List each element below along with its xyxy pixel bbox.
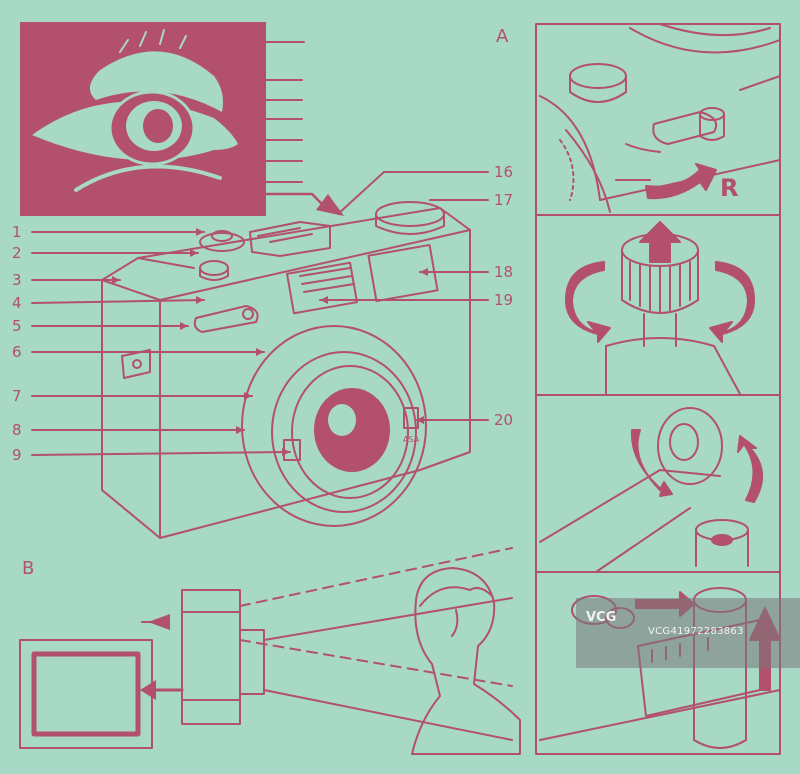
panel-pull-knob <box>565 221 755 395</box>
callout-leaders-right <box>319 171 489 421</box>
eye-inset <box>20 22 266 216</box>
panel-film-threading <box>539 407 763 573</box>
instruction-column-frame <box>535 23 781 755</box>
eye-pointer-arrow <box>264 192 328 210</box>
callout-19: 19 <box>494 291 513 309</box>
callout-arrowheads <box>112 228 428 456</box>
callout-1: 1 <box>12 223 22 241</box>
callout-9: 9 <box>12 446 22 464</box>
camera-lens <box>241 325 427 527</box>
asa-label: ASA <box>403 435 420 444</box>
watermark-code: VCG41972283863 <box>648 626 744 637</box>
callout-20: 20 <box>494 411 513 429</box>
callout-5: 5 <box>12 317 22 335</box>
panel-a-label: A <box>496 26 509 47</box>
eye-scale-ticks <box>265 41 305 183</box>
callout-leaders-left <box>31 231 291 456</box>
viewfinder-schematic <box>19 547 521 755</box>
callout-3: 3 <box>12 271 22 289</box>
callout-18: 18 <box>494 263 513 281</box>
rewind-r-label: R <box>720 174 738 202</box>
callout-17: 17 <box>494 191 513 209</box>
callout-4: 4 <box>12 294 22 312</box>
callout-8: 8 <box>12 421 22 439</box>
callout-2: 2 <box>12 244 22 262</box>
label-group: A B 1 2 3 4 5 6 7 8 9 16 17 18 19 20 ASA… <box>12 26 738 579</box>
panel-b-label: B <box>22 558 34 579</box>
callout-7: 7 <box>12 387 22 405</box>
watermark-logo: VCG <box>586 610 617 625</box>
panel-rewind <box>539 23 781 213</box>
callout-16: 16 <box>494 163 513 181</box>
callout-6: 6 <box>12 343 22 361</box>
watermark: VCG VCG41972283863 <box>576 598 800 668</box>
